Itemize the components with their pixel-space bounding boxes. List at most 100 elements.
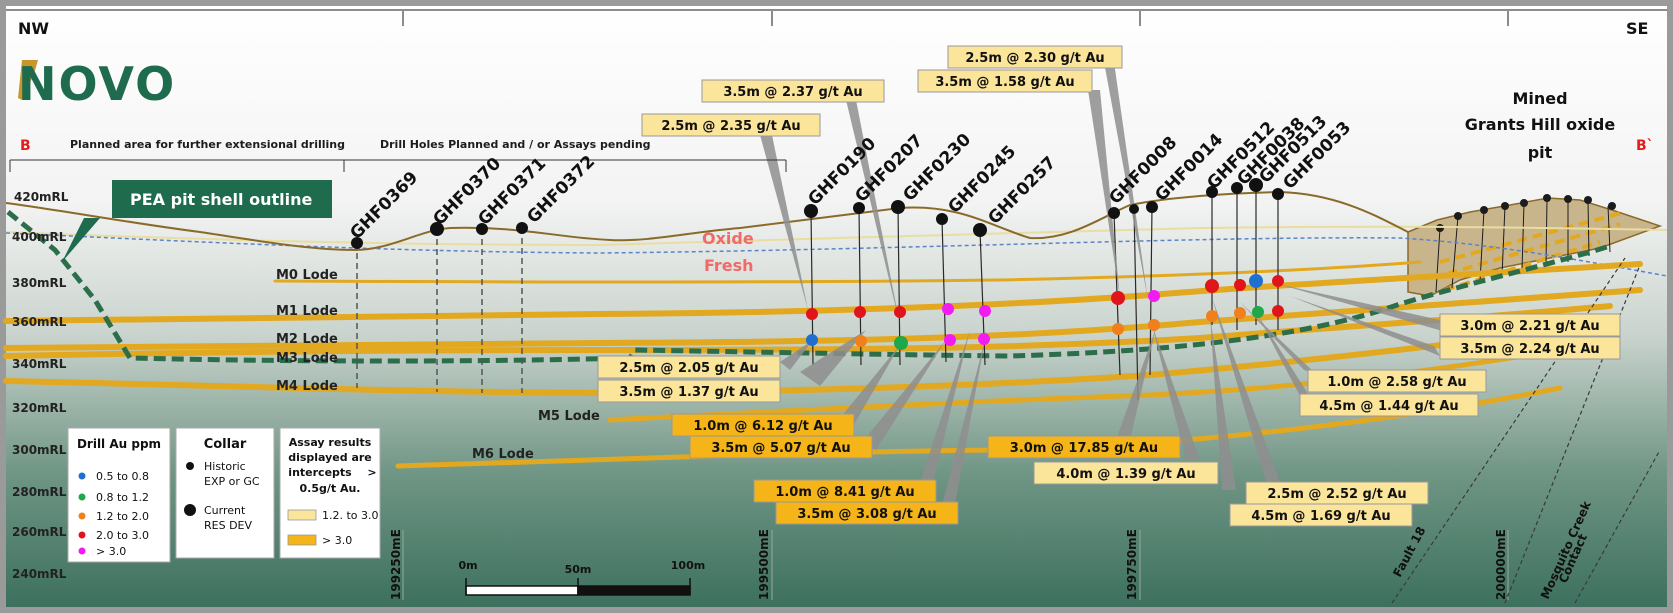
novo-logo: NOVO bbox=[18, 57, 176, 111]
rl-labels: 420mRL 400mRL 380mRL 360mRL 340mRL 320mR… bbox=[12, 190, 69, 581]
legend-collar: Collar Historic EXP or GC Current RES DE… bbox=[175, 427, 275, 559]
lode-label-m1: M1 Lode bbox=[276, 304, 338, 319]
rl-360: 360mRL bbox=[12, 315, 67, 329]
mined-label-3: pit bbox=[1528, 143, 1553, 162]
legend-assay-line1: Assay results bbox=[289, 436, 372, 449]
lode-m0 bbox=[273, 260, 1422, 284]
intercept-text: 4.5m @ 1.69 g/t Au bbox=[1251, 509, 1390, 524]
intercept-box: 3.5m @ 1.58 g/t Au bbox=[917, 69, 1093, 93]
intercept-callouts: 2.5m @ 2.30 g/t Au 3.5m @ 1.58 g/t Au 3.… bbox=[597, 45, 1621, 527]
legend-au-swatch-5 bbox=[78, 547, 86, 555]
intercept-text: 2.5m @ 2.05 g/t Au bbox=[619, 361, 758, 376]
mined-label-1: Mined bbox=[1512, 89, 1567, 108]
rl-300: 300mRL bbox=[12, 443, 67, 457]
intercept-text: 4.5m @ 1.44 g/t Au bbox=[1319, 399, 1458, 414]
legend-au-swatch-4 bbox=[78, 531, 86, 539]
legend-au-swatch-1 bbox=[78, 472, 86, 480]
legend-assay-line5: 0.5g/t Au. bbox=[300, 482, 361, 495]
rl-400: 400mRL bbox=[12, 230, 67, 244]
lode-label-m4: M4 Lode bbox=[276, 379, 338, 394]
intercept-box: 4.0m @ 1.39 g/t Au bbox=[1033, 461, 1219, 485]
pea-pit-shell-outline bbox=[6, 210, 1611, 364]
pea-callout-text: PEA pit shell outline bbox=[130, 190, 312, 209]
lode-m3 bbox=[3, 303, 1613, 359]
legend-collar-current-1: Current bbox=[204, 504, 246, 517]
pea-callout-rect bbox=[112, 180, 332, 218]
legend-assay: Assay results displayed are intercepts >… bbox=[279, 427, 381, 559]
leader-wedges bbox=[760, 62, 1446, 510]
legend-au-label-1: 0.5 to 0.8 bbox=[96, 470, 149, 483]
legend-au-title: Drill Au ppm bbox=[77, 437, 161, 451]
intercept-box: 2.5m @ 2.52 g/t Au bbox=[1245, 481, 1429, 505]
easting-199500: 199500mE bbox=[757, 529, 771, 600]
intercept-text: 3.5m @ 5.07 g/t Au bbox=[711, 441, 850, 456]
direction-se: SE bbox=[1626, 19, 1648, 38]
easting-200000: 200000mE bbox=[1494, 529, 1508, 600]
legend-au-label-2: 0.8 to 1.2 bbox=[96, 491, 149, 504]
oxide-label: Oxide bbox=[702, 229, 754, 248]
intercept-box: 2.5m @ 2.35 g/t Au bbox=[641, 113, 821, 137]
lode-label-m0: M0 Lode bbox=[276, 268, 338, 283]
lode-m5 bbox=[607, 340, 1603, 423]
legend-assay-line2: displayed are bbox=[288, 451, 372, 464]
legend-collar-current-dot bbox=[184, 504, 196, 516]
intercept-text: 2.5m @ 2.30 g/t Au bbox=[965, 51, 1104, 66]
intercept-box: 3.0m @ 2.21 g/t Au bbox=[1439, 313, 1621, 337]
lode-label-m6: M6 Lode bbox=[472, 447, 534, 462]
lode-m4 bbox=[3, 322, 1603, 397]
logo-text: NOVO bbox=[18, 57, 176, 111]
easting-labels: 199250mE 199500mE 199750mE 200000mE bbox=[389, 529, 1508, 600]
legend-au-swatch-3 bbox=[78, 512, 86, 520]
scale-bar: 0m 50m 100m bbox=[458, 559, 705, 596]
legend-au-swatch-2 bbox=[78, 493, 86, 501]
easting-lines bbox=[402, 530, 1509, 600]
rl-340: 340mRL bbox=[12, 357, 67, 371]
direction-nw: NW bbox=[18, 19, 49, 38]
weathering-line bbox=[5, 225, 1668, 247]
assay-markers bbox=[806, 274, 1284, 350]
intercept-text: 3.5m @ 2.24 g/t Au bbox=[1460, 342, 1599, 357]
rl-320: 320mRL bbox=[12, 401, 67, 415]
drill-pending-text: Drill Holes Planned and / or Assays pend… bbox=[380, 138, 651, 151]
scale-zero: 0m bbox=[458, 559, 477, 572]
rl-240: 240mRL bbox=[12, 567, 67, 581]
legend-assay-swatch-2 bbox=[287, 534, 317, 546]
water-table-line bbox=[5, 232, 1668, 277]
planned-area-text: Planned area for further extensional dri… bbox=[70, 138, 345, 151]
intercept-text: 3.5m @ 2.37 g/t Au bbox=[723, 85, 862, 100]
mined-label-2: Grants Hill oxide bbox=[1465, 115, 1616, 134]
intercept-text: 2.5m @ 2.52 g/t Au bbox=[1267, 487, 1406, 502]
intercept-text: 1.0m @ 2.58 g/t Au bbox=[1327, 375, 1466, 390]
planned-bracket bbox=[9, 159, 787, 172]
scale-end: 100m bbox=[671, 559, 705, 572]
intercept-box: 3.5m @ 2.24 g/t Au bbox=[1439, 336, 1621, 360]
easting-199750: 199750mE bbox=[1125, 529, 1139, 600]
intercept-text: 1.0m @ 6.12 g/t Au bbox=[693, 419, 832, 434]
intercept-box: 1.0m @ 8.41 g/t Au bbox=[753, 479, 937, 503]
collar-markers bbox=[351, 178, 1284, 249]
legend-collar-title: Collar bbox=[204, 437, 247, 452]
intercept-box: 3.5m @ 3.08 g/t Au bbox=[775, 501, 959, 525]
mosquito-contact-line-2 bbox=[1574, 449, 1661, 604]
intercept-box: 3.5m @ 2.37 g/t Au bbox=[701, 79, 885, 103]
rl-420: 420mRL bbox=[14, 190, 69, 204]
lode-labels: M0 Lode M1 Lode M2 Lode M3 Lode M4 Lode … bbox=[276, 268, 600, 462]
legend-au-label-4: 2.0 to 3.0 bbox=[96, 529, 149, 542]
section-end-label: B` bbox=[1636, 138, 1654, 154]
planned-hole-traces bbox=[356, 228, 523, 393]
lode-label-m2: M2 Lode bbox=[276, 332, 338, 347]
top-ruler bbox=[6, 9, 1667, 26]
legend-collar-current-2: RES DEV bbox=[204, 519, 252, 532]
legend-assay-line3: intercepts bbox=[288, 466, 352, 479]
intercept-box: 4.5m @ 1.69 g/t Au bbox=[1229, 503, 1413, 527]
fresh-label: Fresh bbox=[704, 256, 754, 275]
intercept-text: 4.0m @ 1.39 g/t Au bbox=[1056, 467, 1195, 482]
legend-assay-line4: > bbox=[367, 466, 376, 479]
legend-au-label-5: > 3.0 bbox=[96, 545, 126, 558]
intercept-box: 2.5m @ 2.30 g/t Au bbox=[947, 45, 1123, 69]
legend-drill-au: Drill Au ppm 0.5 to 0.8 0.8 to 1.2 1.2 t… bbox=[67, 427, 171, 563]
intercept-text: 3.5m @ 1.37 g/t Au bbox=[619, 385, 758, 400]
legend-collar-historic-dot bbox=[186, 462, 194, 470]
intercept-text: 1.0m @ 8.41 g/t Au bbox=[775, 485, 914, 500]
